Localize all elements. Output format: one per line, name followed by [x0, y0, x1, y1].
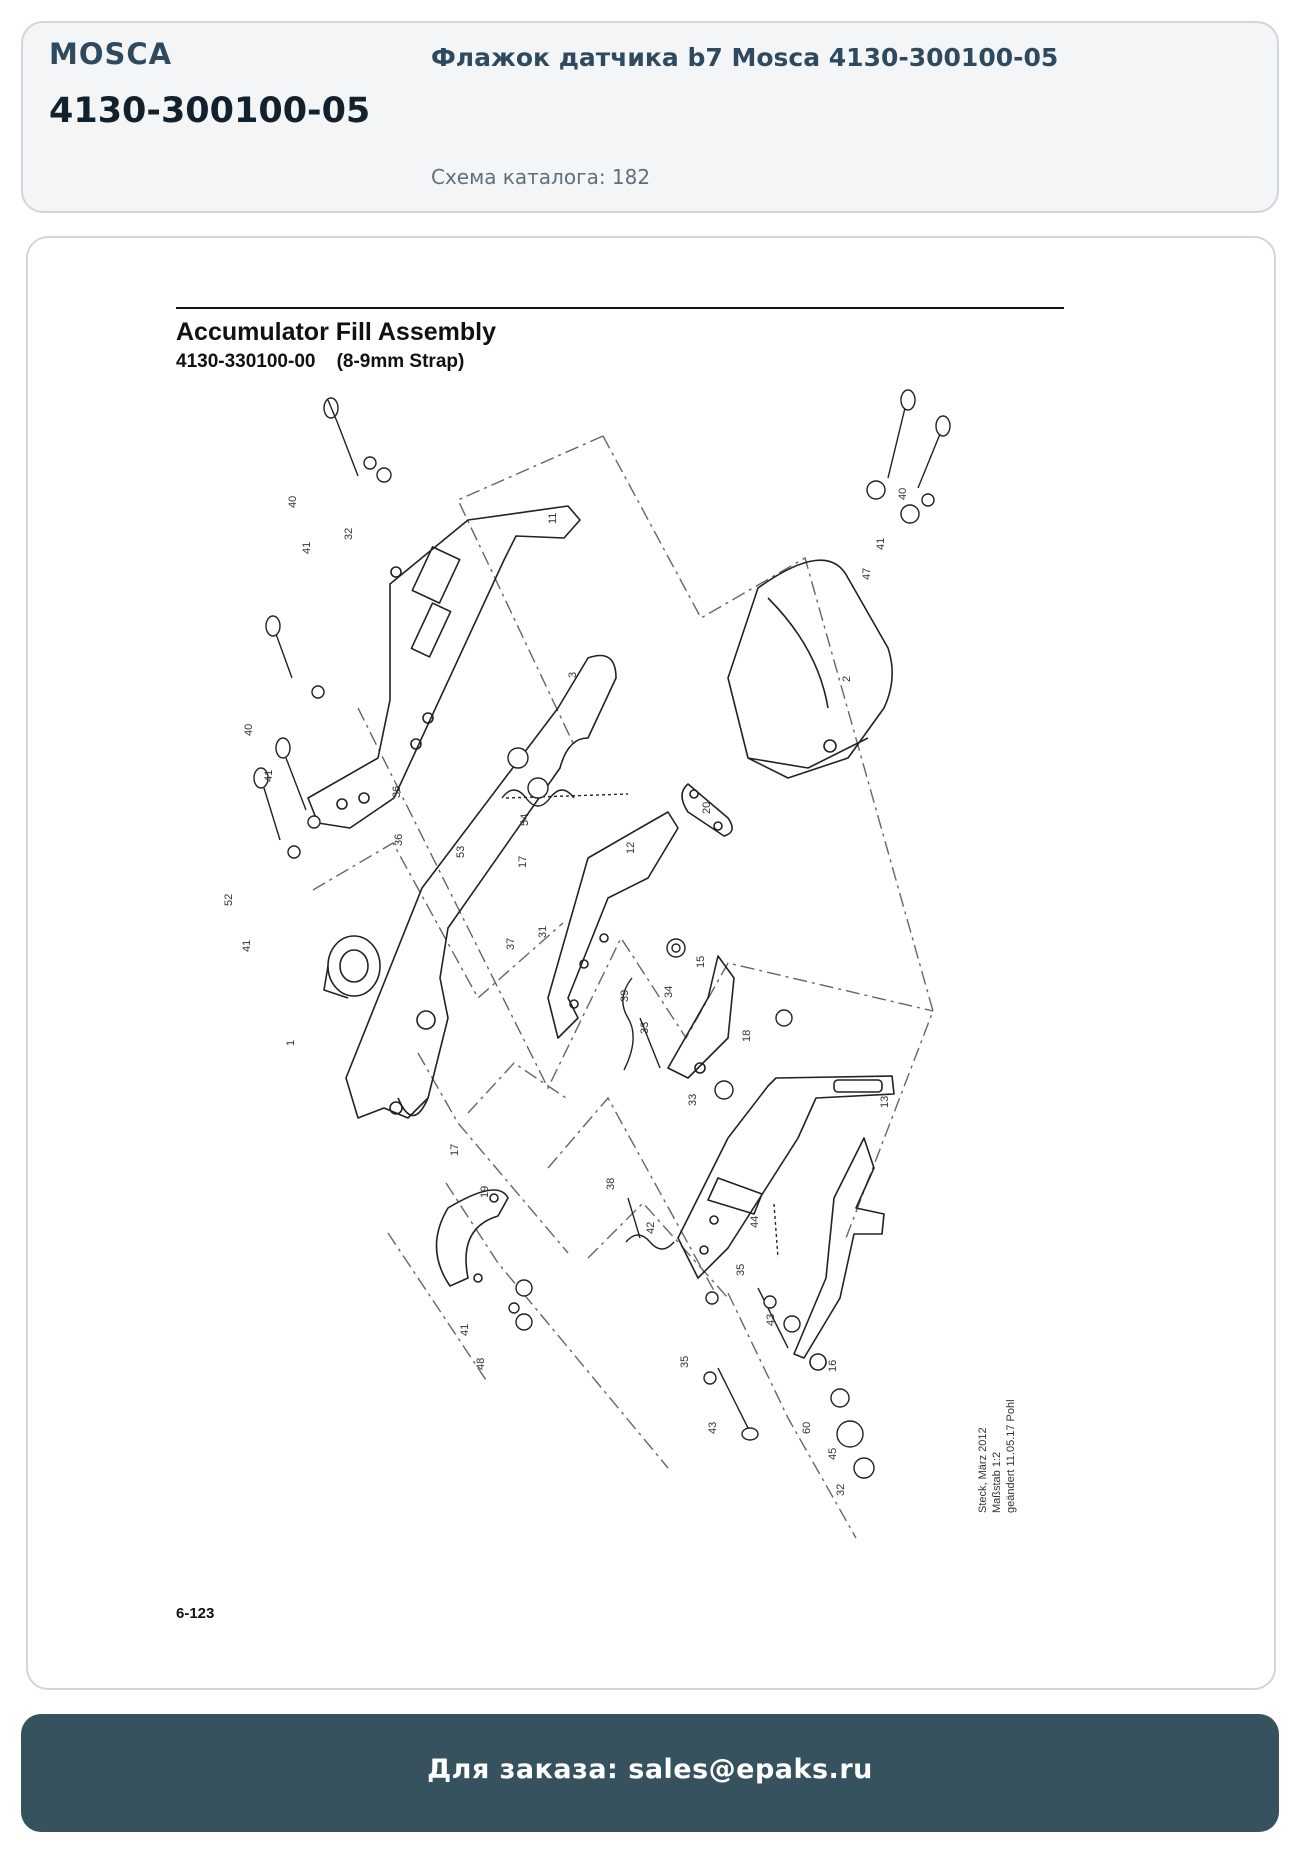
callout-13: 13 — [879, 1096, 891, 1108]
callout-33b: 33 — [687, 1094, 699, 1106]
callout-48: 48 — [475, 1358, 487, 1370]
callout-12: 12 — [625, 842, 637, 854]
callout-20: 20 — [701, 802, 713, 814]
callout-54: 54 — [519, 814, 531, 826]
callout-40c: 40 — [243, 724, 255, 736]
order-contact[interactable]: Для заказа: sales@epaks.ru — [427, 1754, 873, 1785]
callout-17b: 17 — [449, 1144, 461, 1156]
diagram-subtitle: 4130-330100-00 (8-9mm Strap) — [176, 351, 464, 372]
diagram-card: Accumulator Fill Assembly 4130-330100-00… — [26, 236, 1276, 1690]
callout-40b: 40 — [897, 488, 909, 500]
callout-44: 44 — [749, 1216, 761, 1228]
callout-36: 36 — [391, 786, 403, 798]
callout-34: 34 — [663, 986, 675, 998]
callout-41b: 41 — [875, 538, 887, 550]
callout-52: 52 — [223, 894, 235, 906]
callout-41c: 41 — [263, 770, 275, 782]
callout-53: 53 — [455, 846, 467, 858]
header-card: MOSCA 4130-300100-05 Флажок датчика b7 M… — [21, 21, 1279, 213]
callout-36b: 36 — [393, 834, 405, 846]
callout-15: 15 — [695, 956, 707, 968]
order-footer: Для заказа: sales@epaks.ru — [21, 1714, 1279, 1832]
callout-31: 31 — [537, 926, 549, 938]
catalog-scheme: Схема каталога: 182 — [431, 165, 651, 189]
callout-41e: 41 — [459, 1324, 471, 1336]
exploded-diagram: Accumulator Fill Assembly 4130-330100-00… — [176, 307, 1064, 1622]
stamp-line-3: geändert 11.05.17 Pohl — [1005, 1399, 1017, 1513]
callout-32: 32 — [343, 528, 355, 540]
callout-40: 40 — [287, 496, 299, 508]
callout-39: 39 — [619, 990, 631, 1002]
callout-2: 2 — [841, 676, 853, 682]
callout-3: 3 — [567, 672, 579, 678]
callout-33: 33 — [639, 1022, 651, 1034]
callout-17: 17 — [517, 856, 529, 868]
diagram-title: Accumulator Fill Assembly — [176, 318, 496, 346]
stamp-line-2: Maßstab 1:2 — [991, 1452, 1003, 1513]
callout-60: 60 — [801, 1422, 813, 1434]
callout-16: 16 — [827, 1360, 839, 1372]
diagram-page-number: 6-123 — [176, 1605, 214, 1622]
callout-11: 11 — [547, 513, 559, 524]
callout-42: 42 — [645, 1222, 657, 1234]
callout-47: 47 — [861, 568, 873, 580]
callout-43: 43 — [765, 1314, 777, 1326]
stamp-line-1: Steck, März 2012 — [977, 1427, 989, 1513]
callout-45: 45 — [827, 1448, 839, 1460]
callout-37: 37 — [505, 938, 517, 950]
callout-41d: 41 — [241, 940, 253, 952]
page-title: Флажок датчика b7 Mosca 4130-300100-05 — [431, 43, 1059, 72]
callout-43b: 43 — [707, 1422, 719, 1434]
part-number: 4130-300100-05 — [49, 91, 371, 131]
callout-1: 1 — [285, 1040, 297, 1046]
brand-name: MOSCA — [49, 37, 173, 71]
callout-41: 41 — [301, 542, 313, 554]
callout-18: 18 — [741, 1030, 753, 1042]
callout-32b: 32 — [835, 1484, 847, 1496]
callout-35: 35 — [735, 1264, 747, 1276]
callout-35b: 35 — [679, 1356, 691, 1368]
callout-19: 19 — [479, 1186, 491, 1198]
callout-38: 38 — [605, 1178, 617, 1190]
